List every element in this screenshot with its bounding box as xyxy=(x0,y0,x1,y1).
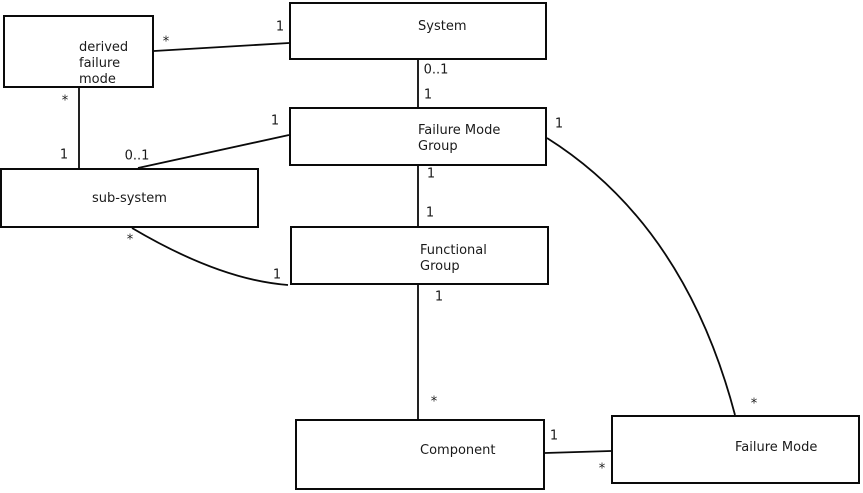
multiplicity-dfm-subsystem-near-subsystem: 1 xyxy=(59,147,69,163)
multiplicity-dfm-system-near-system: 1 xyxy=(275,19,285,35)
node-system: System xyxy=(289,2,547,60)
node-component: Component xyxy=(295,419,545,490)
edge-failure-mode-group-sub-system xyxy=(137,134,290,169)
multiplicity-component-fm-near-fm: * xyxy=(598,461,606,477)
edge-derived-failure-mode-system xyxy=(153,42,290,52)
multiplicity-fg-component-near-component: * xyxy=(430,394,438,410)
multiplicity-subsystem-fg-near-subsystem: * xyxy=(126,232,134,248)
multiplicity-fmg-fg-near-fmg: 1 xyxy=(426,166,436,182)
multiplicity-dfm-subsystem-near-dfm: * xyxy=(61,93,69,109)
multiplicity-fmg-fg-near-fg: 1 xyxy=(425,205,435,221)
multiplicity-fg-component-near-fg: 1 xyxy=(434,289,444,305)
multiplicity-subsystem-fg-near-fg: 1 xyxy=(272,267,282,283)
node-failure-mode-label: Failure Mode xyxy=(735,440,818,455)
edge-failure-mode-group-failure-mode xyxy=(546,137,736,416)
multiplicity-dfm-system-near-dfm: * xyxy=(162,34,170,50)
multiplicity-system-fmg-near-fmg: 1 xyxy=(423,87,433,103)
node-functional-group-label: Functional Group xyxy=(420,243,487,274)
multiplicity-fmg-fm-near-fmg: 1 xyxy=(554,116,564,132)
node-system-label: System xyxy=(418,19,467,34)
edge-component-failure-mode xyxy=(544,450,612,454)
node-derived-failure-mode: derived failure mode xyxy=(3,15,154,88)
multiplicity-fmg-subsystem-near-fmg: 1 xyxy=(270,113,280,129)
node-sub-system-label: sub-system xyxy=(92,191,167,206)
edge-sub-system-functional-group xyxy=(131,227,289,286)
node-derived-failure-mode-label: derived failure mode xyxy=(79,40,129,87)
multiplicity-fmg-fm-near-fm: * xyxy=(750,396,758,412)
node-failure-mode: Failure Mode xyxy=(611,415,860,484)
multiplicity-fmg-subsystem-near-subsystem: 0..1 xyxy=(124,148,150,164)
multiplicity-component-fm-near-component: 1 xyxy=(549,428,559,444)
node-component-label: Component xyxy=(420,443,496,458)
node-functional-group: Functional Group xyxy=(290,226,549,285)
multiplicity-system-fmg-near-system: 0..1 xyxy=(423,62,449,78)
node-failure-mode-group: Failure Mode Group xyxy=(289,107,547,166)
node-failure-mode-group-label: Failure Mode Group xyxy=(418,123,501,154)
node-sub-system: sub-system xyxy=(0,168,259,228)
